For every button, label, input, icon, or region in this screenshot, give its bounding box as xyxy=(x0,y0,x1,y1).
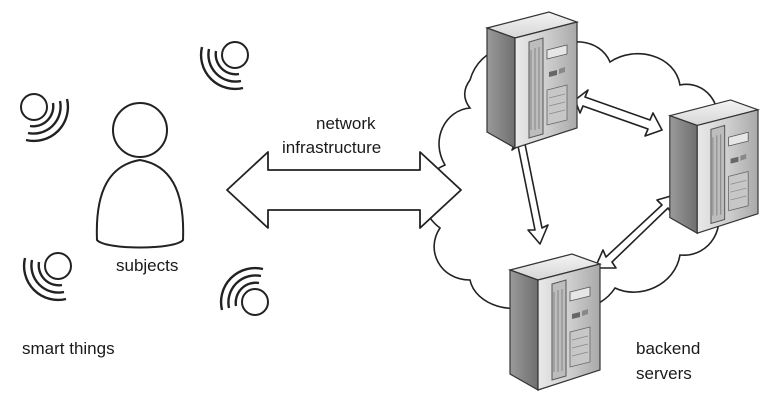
person-icon xyxy=(95,102,185,249)
server-tower-icon xyxy=(509,253,601,391)
double-arrow-icon xyxy=(226,151,462,229)
label-servers: servers xyxy=(636,364,692,383)
label-backend: backend xyxy=(636,339,701,358)
wireless-device-icon xyxy=(199,40,250,91)
label-infrastructure: infrastructure xyxy=(282,138,382,157)
wireless-device-icon xyxy=(219,266,270,317)
label-smart-things: smart things xyxy=(22,339,115,358)
server-tower-icon xyxy=(486,11,578,149)
label-network: network xyxy=(316,114,376,133)
wireless-device-icon xyxy=(19,92,70,143)
double-arrow-icon xyxy=(574,89,663,137)
label-subjects: subjects xyxy=(116,256,179,275)
wireless-device-icon xyxy=(22,251,73,302)
server-tower-icon xyxy=(669,99,759,234)
